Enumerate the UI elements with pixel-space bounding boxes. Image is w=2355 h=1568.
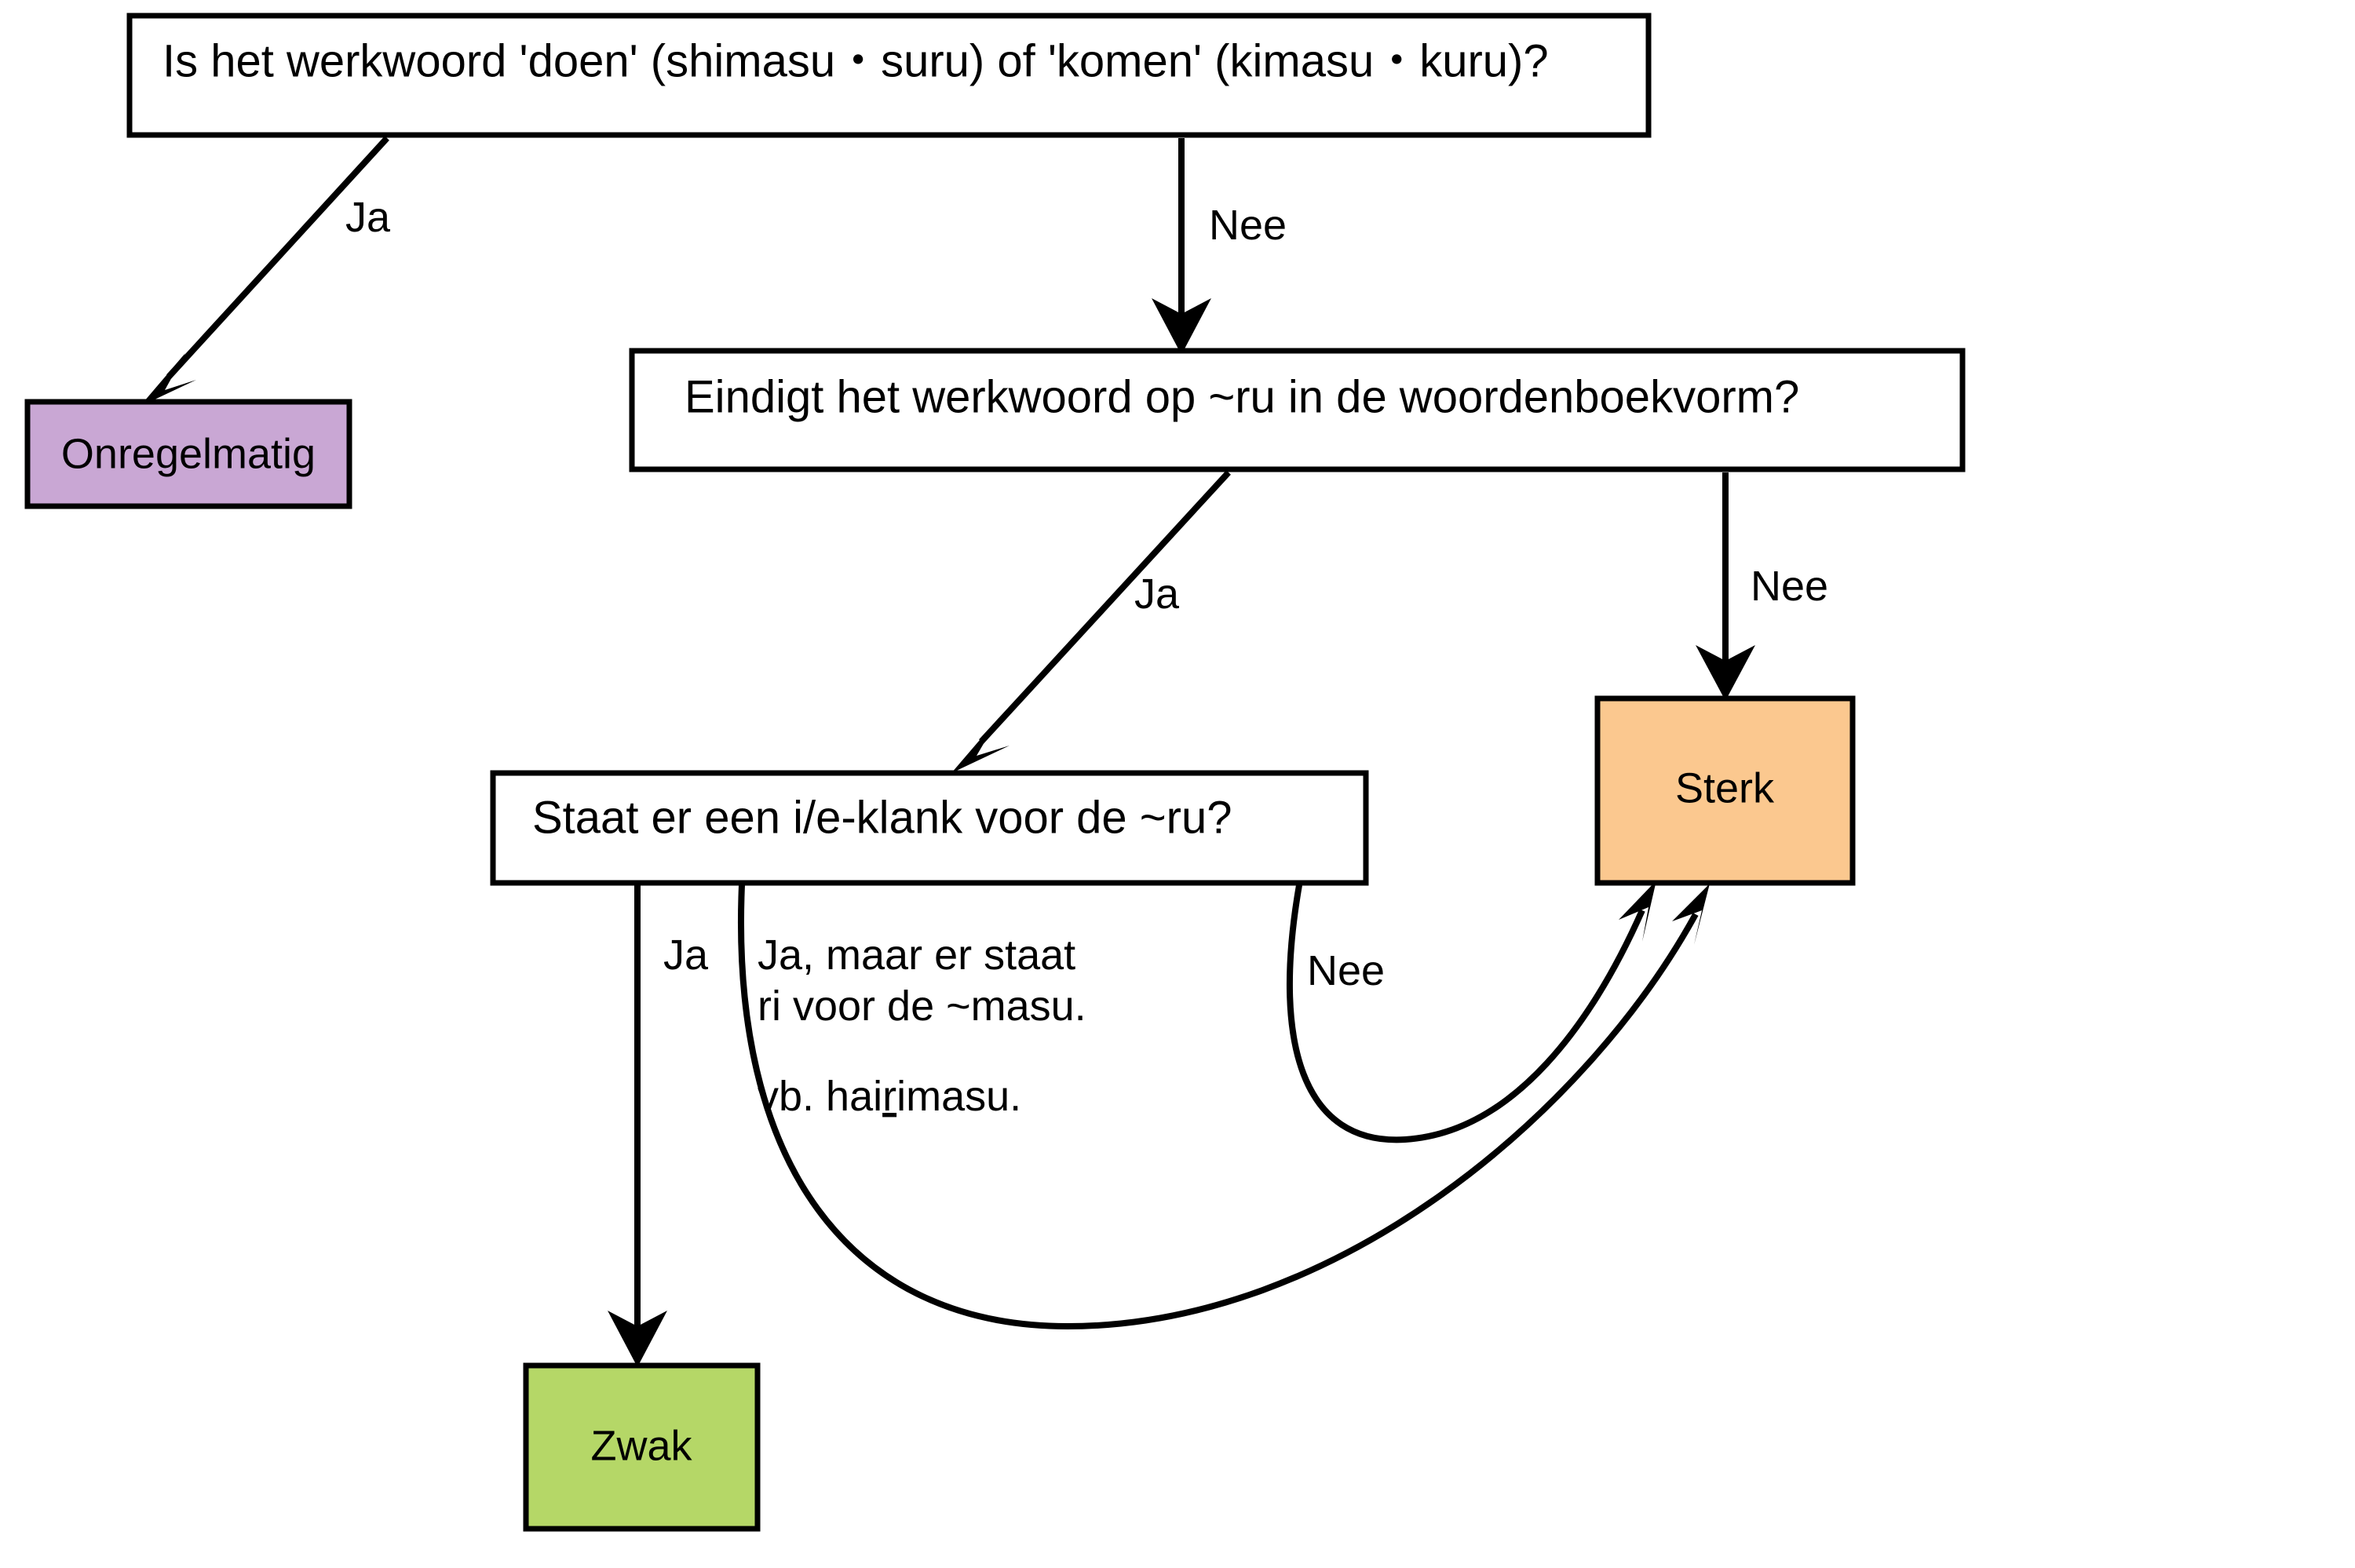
node-question-3-box[interactable] [490, 770, 1369, 886]
arrow-head-icon [1696, 645, 1755, 701]
edge-curve [738, 884, 1699, 1330]
node-question-1-box[interactable] [126, 13, 1652, 138]
node-question-2-label: Eindigt het werkwoord op ~ru in de woord… [685, 371, 1799, 422]
edge-label-q1-nee: Nee [1209, 202, 1287, 249]
edge-label-q1-ja: Ja [345, 194, 391, 241]
node-zwak-label: Zwak [590, 1422, 692, 1469]
arrow-head-icon [951, 718, 1010, 773]
node-sterk-label: Sterk [1675, 764, 1775, 811]
node-question-2-box[interactable] [629, 348, 1966, 472]
node-question-3[interactable]: Staat er een i/e-klank voor de ~ru? [490, 770, 1369, 886]
exception-note-line-3-underlined: r [882, 1073, 896, 1120]
arrow-head-icon [1152, 298, 1211, 355]
edge-label-q2-ja: Ja [1134, 571, 1180, 618]
edge-q3-to-sterk-nee [1286, 881, 1656, 1143]
node-zwak[interactable]: Zwak [523, 1362, 761, 1532]
edge-q1-to-q2 [1152, 138, 1211, 355]
node-onregelmatig-label: Onregelmatig [61, 430, 316, 477]
exception-note: Ja, maar er staat ri voor de ~masu. vb. … [758, 932, 1086, 1120]
edge-line [166, 136, 389, 379]
edge-q3-to-zwak [608, 885, 667, 1367]
arrow-head-icon [1619, 881, 1656, 942]
node-question-1-label: Is het werkwoord 'doen' (shimasu・suru) o… [162, 35, 1549, 86]
edge-label-q3-ja: Ja [663, 932, 709, 979]
edge-q3-exception-to-sterk [738, 884, 1710, 1330]
exception-note-line-1: Ja, maar er staat [758, 932, 1075, 979]
node-onregelmatig-box[interactable] [24, 399, 352, 509]
exception-note-line-3-suffix: imasu. [896, 1073, 1021, 1120]
node-question-2[interactable]: Eindigt het werkwoord op ~ru in de woord… [629, 348, 1966, 472]
arrow-head-icon [608, 1311, 667, 1367]
edge-q1-to-onregelmatig [140, 136, 389, 407]
exception-note-line-2: ri voor de ~masu. [758, 983, 1086, 1030]
edge-curve [1286, 884, 1645, 1143]
arrow-head-icon [140, 353, 196, 407]
node-sterk-box[interactable] [1594, 695, 1856, 886]
edge-label-q2-nee: Nee [1751, 563, 1828, 610]
exception-note-line-3-prefix: vb. hai [758, 1073, 882, 1120]
node-onregelmatig[interactable]: Onregelmatig [24, 399, 352, 509]
edge-q2-to-q3 [951, 470, 1231, 773]
edge-line [979, 470, 1231, 744]
arrow-head-icon [1672, 884, 1710, 945]
node-question-1[interactable]: Is het werkwoord 'doen' (shimasu・suru) o… [126, 13, 1652, 138]
exception-note-line-3: vb. hairimasu. [758, 1073, 1021, 1120]
node-zwak-box[interactable] [523, 1362, 761, 1532]
edge-q2-to-sterk [1696, 472, 1755, 701]
edge-label-q3-nee: Nee [1307, 947, 1385, 994]
node-question-3-label: Staat er een i/e-klank voor de ~ru? [532, 792, 1232, 843]
node-sterk[interactable]: Sterk [1594, 695, 1856, 886]
